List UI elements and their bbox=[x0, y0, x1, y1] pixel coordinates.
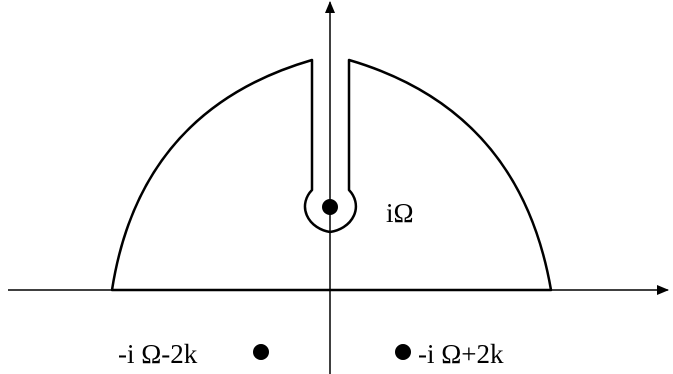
pole-lower-left-dot bbox=[253, 344, 269, 360]
pole-lower-right-dot bbox=[395, 344, 411, 360]
pole-lower-right-label: -i Ω+2k bbox=[418, 339, 504, 369]
pole-upper-label: iΩ bbox=[386, 198, 414, 228]
pole-upper-dot bbox=[322, 199, 338, 215]
keyhole-contour bbox=[110, 58, 553, 292]
pole-lower-left-label: -i Ω-2k bbox=[118, 339, 198, 369]
